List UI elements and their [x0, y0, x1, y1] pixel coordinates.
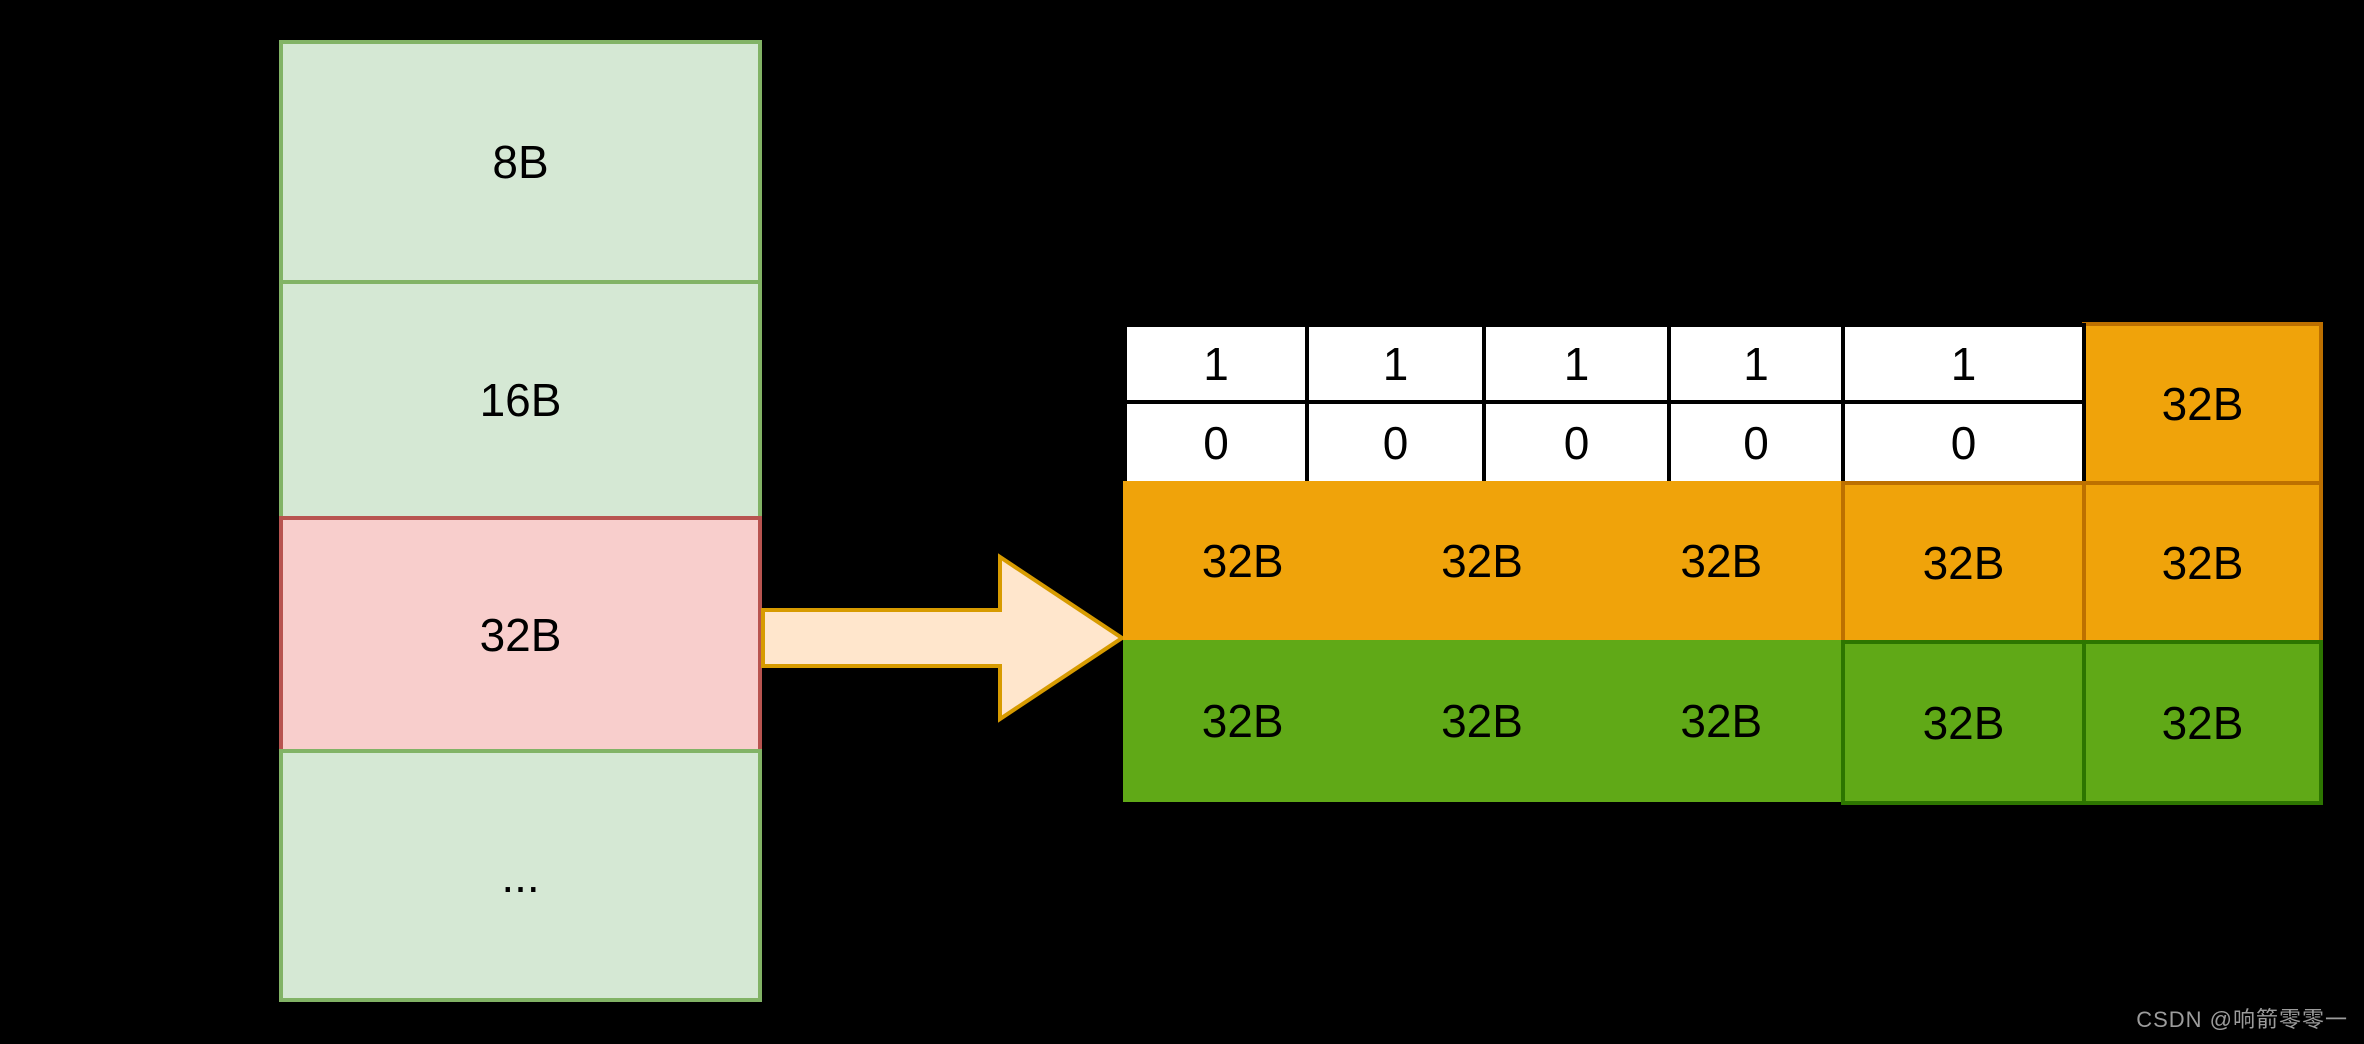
bit-cell-zero: 0: [1841, 400, 2086, 485]
bit-cell-zero: 0: [1667, 400, 1845, 485]
bit-cell-one: 1: [1305, 323, 1486, 404]
bit-cell-one: 1: [1841, 323, 2086, 404]
side-block-32b: 32B: [2082, 322, 2323, 485]
memory-block-ellipsis: ...: [279, 749, 762, 1002]
green-32b-cell: 32B: [1841, 640, 2086, 805]
bit-cell-one: 1: [1667, 323, 1845, 404]
green-32b-segment: 32B: [1201, 695, 1284, 747]
green-32b-cell: 32B: [2082, 640, 2323, 805]
bit-cell-zero: 0: [1482, 400, 1671, 485]
csdn-watermark: CSDN @响箭零零一: [2136, 1007, 2348, 1032]
orange-32b-segment: 32B: [1441, 534, 1523, 587]
alloc-arrow-icon: [761, 553, 1126, 723]
green-32b-segment: 32B: [1441, 695, 1523, 747]
orange-32b-segment: 32B: [1680, 534, 1763, 587]
orange-32b-cell: 32B: [2082, 481, 2323, 644]
block-label: 32B: [2161, 377, 2244, 430]
green-32b-band: 32B 32B 32B: [1123, 640, 1841, 802]
orange-32b-segment: 32B: [1201, 534, 1284, 587]
memory-block-label: 32B: [479, 608, 562, 661]
memory-block-label: 8B: [492, 136, 549, 188]
orange-32b-cell: 32B: [1841, 481, 2086, 644]
memory-block-32b-highlighted: 32B: [279, 516, 762, 753]
memory-block-label: 16B: [479, 374, 562, 426]
orange-32b-band: 32B 32B 32B: [1123, 481, 1841, 640]
bit-cell-zero: 0: [1123, 400, 1309, 485]
bit-cell-one: 1: [1123, 323, 1309, 404]
memory-block-8b: 8B: [279, 40, 762, 284]
bit-cell-one: 1: [1482, 323, 1671, 404]
memory-block-16b: 16B: [279, 280, 762, 520]
bit-cell-zero: 0: [1305, 400, 1486, 485]
memory-block-label: ...: [501, 849, 540, 902]
green-32b-segment: 32B: [1680, 695, 1763, 747]
